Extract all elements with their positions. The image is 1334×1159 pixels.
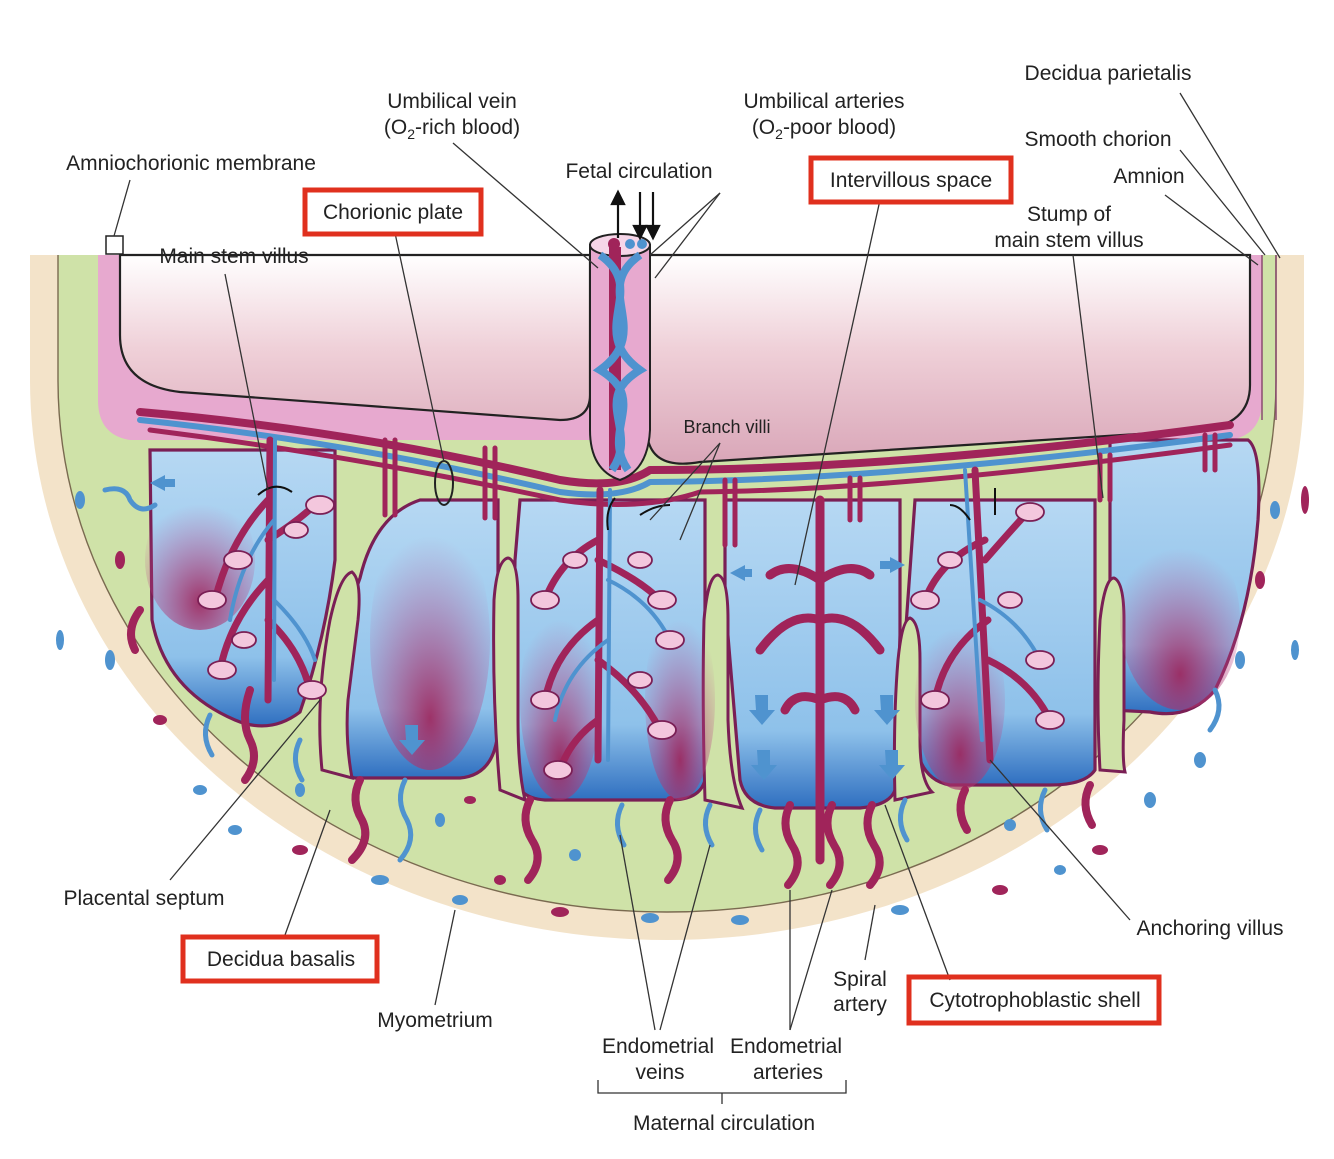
label-endometrial-arteries-1: Endometrial: [730, 1035, 842, 1058]
label-umbilical-arteries-blood: (O2-poor blood): [752, 116, 896, 142]
label-decidua-basalis: Decidua basalis: [207, 948, 355, 971]
label-endometrial-arteries-2: arteries: [753, 1061, 823, 1084]
cytotrophoblastic-shell-highlight: [906, 974, 1162, 1026]
maternal-blood-jets: [145, 490, 1240, 800]
intervillous-space-highlight: [808, 155, 1014, 205]
label-smooth-chorion: Smooth chorion: [1024, 128, 1171, 151]
label-maternal-circulation: Maternal circulation: [633, 1112, 815, 1135]
label-main-stem-villus-stump: main stem villus: [994, 229, 1143, 252]
label-intervillous-space: Intervillous space: [830, 169, 992, 192]
label-decidua-parietalis: Decidua parietalis: [1025, 62, 1192, 85]
label-umbilical-arteries: Umbilical arteries: [743, 90, 904, 113]
label-placental-septum: Placental septum: [63, 887, 224, 910]
fetal-circulation-arrows: [610, 189, 661, 241]
label-amniochorionic-membrane: Amniochorionic membrane: [66, 152, 316, 175]
label-endometrial-veins-2: veins: [635, 1061, 684, 1084]
label-main-stem-villus: Main stem villus: [159, 245, 308, 268]
label-fetal-circulation: Fetal circulation: [565, 160, 712, 183]
highlight-boxes: [180, 155, 1162, 1026]
umbilical-cord: [589, 233, 651, 482]
labels: Decidua parietalis Umbilical vein (O2-ri…: [63, 62, 1283, 1135]
label-artery: artery: [833, 993, 887, 1016]
label-myometrium: Myometrium: [377, 1009, 493, 1032]
label-umbilical-vein-blood: (O2-rich blood): [384, 116, 520, 142]
label-cytotrophoblastic-shell: Cytotrophoblastic shell: [929, 989, 1140, 1012]
label-stump-of: Stump of: [1027, 203, 1111, 226]
label-branch-villi: Branch villi: [683, 417, 770, 437]
chorionic-plate-highlight: [302, 187, 484, 237]
membrane-marker: [105, 235, 124, 255]
endometrial-veins: [102, 486, 1222, 863]
label-chorionic-plate: Chorionic plate: [323, 201, 463, 224]
decidual-vessel-specks: [56, 486, 1309, 925]
flow-curves: [257, 485, 996, 531]
decidua-basalis-highlight: [180, 934, 380, 984]
terminal-villi: [197, 495, 1065, 780]
label-umbilical-vein: Umbilical vein: [387, 90, 517, 113]
flow-arrows: [150, 475, 905, 780]
leader-lines: [113, 92, 1281, 1104]
spiral-arteries: [127, 606, 1096, 889]
label-amnion: Amnion: [1113, 165, 1184, 188]
label-spiral: Spiral: [833, 968, 887, 991]
placental-septa: [318, 556, 1127, 811]
chorionic-plate-vessels: [136, 408, 1234, 507]
label-endometrial-veins-1: Endometrial: [602, 1035, 714, 1058]
label-anchoring-villus: Anchoring villus: [1136, 917, 1283, 940]
